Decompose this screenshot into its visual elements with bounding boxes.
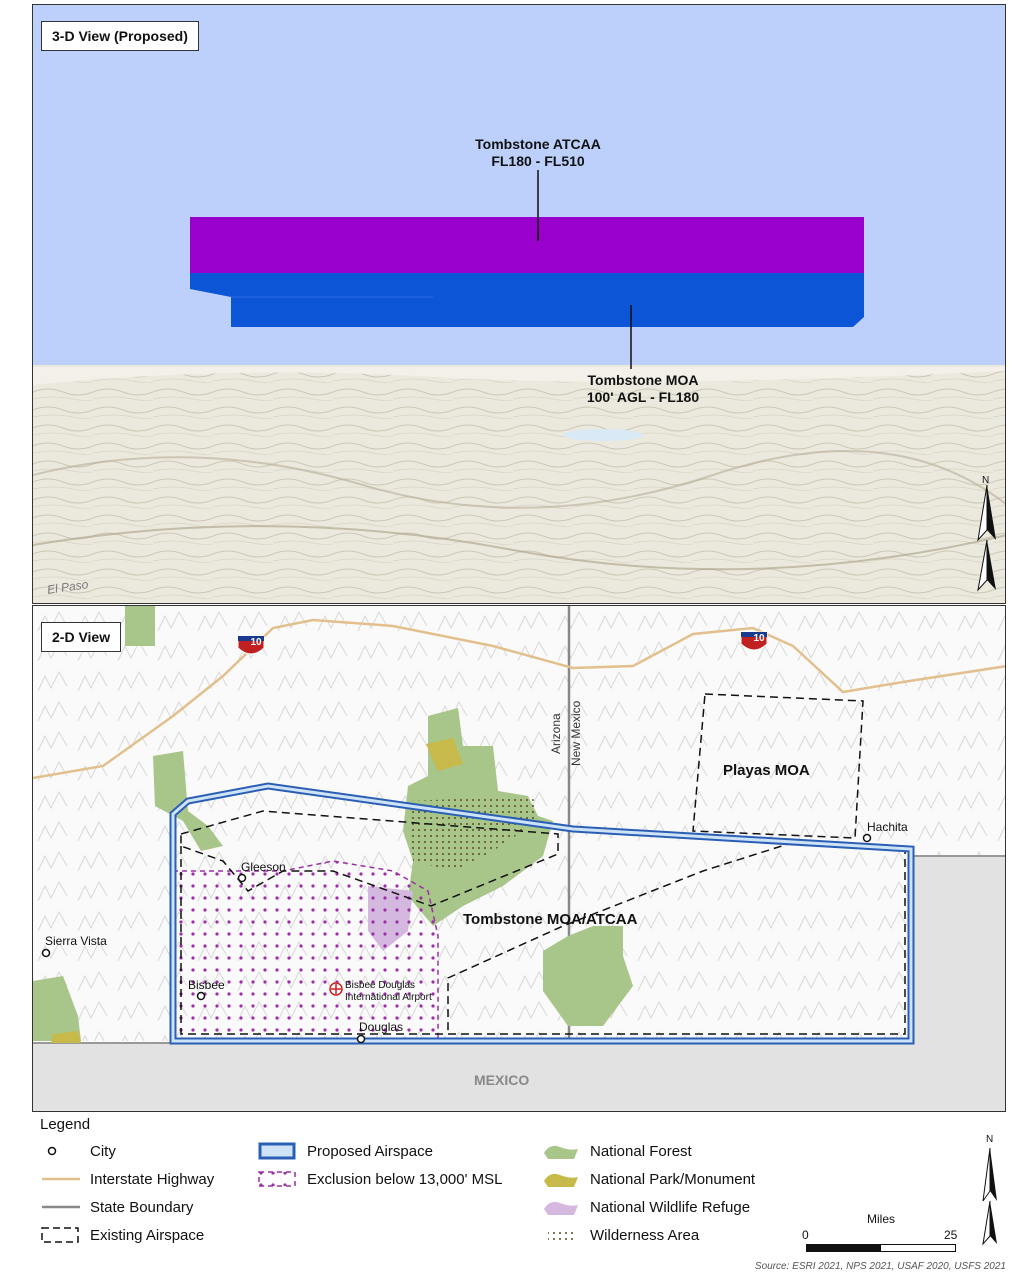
north-label: N <box>982 475 990 486</box>
city-icon <box>356 1034 366 1044</box>
state-label-new-mexico: New Mexico <box>569 700 583 766</box>
legend-item-existing: Existing Airspace <box>40 1224 204 1246</box>
city-label-gleeson: Gleeson <box>241 860 286 874</box>
playas-moa-boundary <box>692 693 864 839</box>
city-icon <box>237 873 247 883</box>
legend-item-forest: National Forest <box>540 1140 692 1162</box>
national-forest <box>125 606 155 646</box>
legend-item-proposed: Proposed Airspace <box>257 1140 433 1162</box>
legend: Legend City Interstate Highway State Bou… <box>32 1112 1006 1272</box>
atcaa-callout: Tombstone ATCAA FL180 - FL510 <box>413 136 663 170</box>
legend-item-interstate: Interstate Highway <box>42 1170 215 1188</box>
interstate-shield-number: 10 <box>753 633 765 644</box>
city-label-douglas: Douglas <box>359 1020 404 1034</box>
country-label-mexico: MEXICO <box>474 1072 530 1088</box>
wilderness <box>408 796 538 871</box>
2d-view-label: 2-D View <box>41 622 122 652</box>
exclusion-area <box>172 860 439 1042</box>
mexico-area <box>33 1043 1005 1111</box>
legend-item-exclusion: Exclusion below 13,000' MSL <box>257 1168 502 1190</box>
atcaa-block <box>190 217 864 273</box>
moa-block <box>190 273 864 327</box>
legend-title: Legend <box>40 1116 91 1133</box>
city-icon <box>41 948 51 958</box>
moa-name: Tombstone MOA <box>587 372 699 388</box>
legend-item-wilderness: Wilderness Area <box>540 1224 699 1246</box>
national-park <box>426 738 463 771</box>
scale-min: 0 <box>802 1228 809 1242</box>
north-arrow-icon <box>977 484 996 592</box>
2d-view-panel: 2-D View 10 10 Arizona New Mexico Playas… <box>32 605 1006 1112</box>
atcaa-altitude: FL180 - FL510 <box>491 153 585 169</box>
lake <box>563 429 643 441</box>
legend-north-label: N <box>986 1134 994 1145</box>
airport-icon <box>329 982 343 996</box>
airport-label: Bisbee Douglas International Airport <box>345 980 432 1003</box>
tombstone-label: Tombstone MOA/ATCAA <box>463 911 638 928</box>
2d-map <box>33 606 1005 1111</box>
source-text: Source: ESRI 2021, NPS 2021, USAF 2020, … <box>754 1261 1006 1272</box>
scale-max: 25 <box>944 1228 958 1242</box>
city-label-hachita: Hachita <box>867 820 908 834</box>
city-label-bisbee: Bisbee <box>188 978 225 992</box>
interstate-shield-icon <box>237 635 265 655</box>
legend-north-arrow-icon <box>982 1147 997 1246</box>
legend-item-city: City <box>40 1140 116 1162</box>
3d-view-label: 3-D View (Proposed) <box>41 21 199 51</box>
existing-airspace <box>180 810 559 907</box>
atcaa-name: Tombstone ATCAA <box>475 136 601 152</box>
scale-title: Miles <box>867 1212 896 1226</box>
interstate-10 <box>33 618 1005 780</box>
city-label-sierra-vista: Sierra Vista <box>45 934 107 948</box>
city-icon <box>47 1146 57 1156</box>
legend-item-park: National Park/Monument <box>540 1168 755 1190</box>
city-icon <box>862 833 872 843</box>
interstate-shield-number: 10 <box>250 637 262 648</box>
moa-callout: Tombstone MOA 100' AGL - FL180 <box>533 372 753 406</box>
state-label-arizona: Arizona <box>549 713 563 754</box>
legend-item-state-boundary: State Boundary <box>42 1198 194 1216</box>
playas-moa-label: Playas MOA <box>723 762 810 779</box>
interstate-shield-icon <box>740 631 768 651</box>
scale-bar: Miles 0 25 <box>802 1212 962 1252</box>
moa-altitude: 100' AGL - FL180 <box>586 389 700 405</box>
3d-scene <box>33 5 1005 603</box>
legend-item-refuge: National Wildlife Refuge <box>540 1196 750 1218</box>
city-icon <box>196 991 206 1001</box>
3d-view-panel: 3-D View (Proposed) Tombstone ATCAA FL18… <box>32 4 1006 604</box>
